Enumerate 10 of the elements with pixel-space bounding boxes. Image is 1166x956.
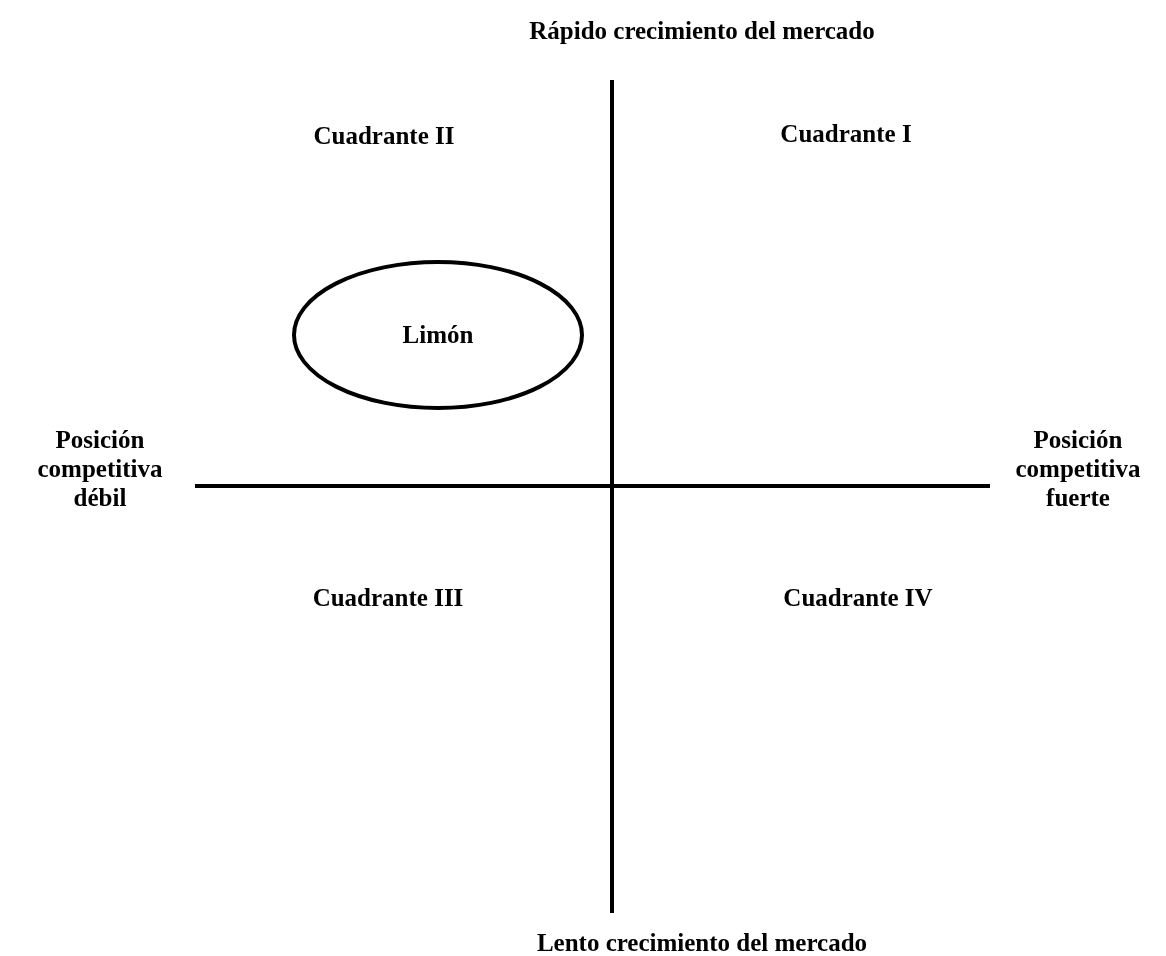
ellipse-shape (292, 260, 584, 410)
axis-label: Posición competitiva fuerte (1014, 424, 1142, 512)
axis-label: Lento crecimiento del mercado (536, 927, 868, 956)
quadrant-label: Cuadrante IV (783, 582, 933, 612)
quadrant-label: Cuadrante III (312, 582, 464, 612)
quadrant-label: Cuadrante II (313, 120, 455, 150)
axis-label: Posición competitiva débil (36, 424, 164, 512)
axis-label: Rápido crecimiento del mercado (529, 15, 875, 45)
quadrant-label: Cuadrante I (780, 118, 912, 148)
node-label: Limón (401, 321, 475, 349)
